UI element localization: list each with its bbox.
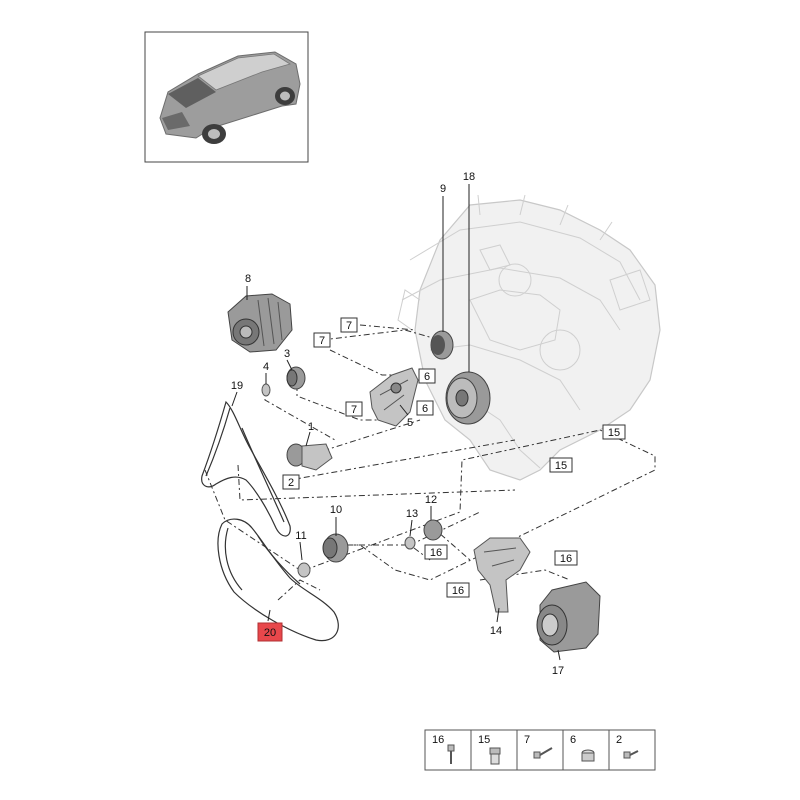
bracket-14 <box>473 537 531 613</box>
legend-num: 6 <box>570 734 576 746</box>
box-callout-16a: 16 <box>424 544 448 560</box>
tensioner-1 <box>286 443 333 471</box>
leader-lines <box>231 184 561 661</box>
bushing-icon <box>581 749 595 762</box>
pulley-3 <box>286 366 306 390</box>
callout-14: 14 <box>490 625 502 637</box>
box-callout-15a: 15 <box>602 424 626 440</box>
callout-4: 4 <box>263 361 269 373</box>
alternator <box>227 293 293 353</box>
svg-text:15: 15 <box>608 427 620 439</box>
short-bolt-icon <box>623 750 639 759</box>
box-callout-15b: 15 <box>549 457 573 473</box>
svg-text:16: 16 <box>560 553 572 565</box>
fastener-legend: 16 15 7 6 <box>424 729 656 771</box>
svg-text:7: 7 <box>351 404 357 416</box>
tensioner-bracket-5 <box>369 367 419 427</box>
callout-13: 13 <box>406 508 418 520</box>
box-callout-2: 2 <box>282 474 300 490</box>
bolt-icon <box>533 747 553 759</box>
callout-10: 10 <box>330 504 342 516</box>
legend-num: 16 <box>432 734 444 746</box>
legend-num: 2 <box>616 734 622 746</box>
svg-text:7: 7 <box>346 320 352 332</box>
vehicle-thumbnail <box>144 31 309 163</box>
svg-text:6: 6 <box>422 403 428 415</box>
callout-9: 9 <box>440 183 446 195</box>
pulley-12 <box>423 519 443 541</box>
svg-text:16: 16 <box>430 547 442 559</box>
ac-compressor-17 <box>536 581 601 653</box>
legend-cell-15: 15 <box>478 734 501 765</box>
washer-11 <box>297 562 311 578</box>
callout-11: 11 <box>295 530 306 542</box>
callout-5: 5 <box>407 417 413 429</box>
boxed-callouts: 7 7 6 7 6 2 15 15 <box>257 317 626 642</box>
callout-1: 1 <box>308 421 314 433</box>
pulley-10 <box>322 533 349 563</box>
belt-19 <box>201 400 291 537</box>
svg-text:2: 2 <box>288 477 294 489</box>
callout-labels: 8 3 4 19 1 5 9 18 10 11 12 13 14 17 <box>231 171 564 677</box>
box-callout-7c: 7 <box>345 401 363 417</box>
svg-text:7: 7 <box>319 335 325 347</box>
callout-12: 12 <box>425 494 437 506</box>
legend-cell-2: 2 <box>616 734 639 759</box>
long-bolt-icon <box>447 744 455 764</box>
box-callout-7a: 7 <box>340 317 358 333</box>
box-callout-16c: 16 <box>446 582 470 598</box>
legend-num: 15 <box>478 734 490 746</box>
box-callout-6a: 6 <box>418 368 436 384</box>
box-callout-7b: 7 <box>313 332 331 348</box>
box-callout-16b: 16 <box>554 550 578 566</box>
callout-18: 18 <box>463 171 475 183</box>
damper-18 <box>445 371 491 425</box>
callout-3: 3 <box>284 348 290 360</box>
washer-4 <box>261 383 271 397</box>
sleeve-bolt-icon <box>489 747 501 765</box>
pulley-9 <box>430 330 454 360</box>
callout-8: 8 <box>245 273 251 285</box>
svg-text:20: 20 <box>264 627 276 639</box>
legend-num: 7 <box>524 734 530 746</box>
belt-20 <box>217 518 339 642</box>
box-callout-6b: 6 <box>416 400 434 416</box>
callout-19: 19 <box>231 380 243 392</box>
washer-13 <box>404 536 416 550</box>
box-callout-20-highlight[interactable]: 20 <box>257 622 283 642</box>
svg-text:15: 15 <box>555 460 567 472</box>
svg-text:6: 6 <box>424 371 430 383</box>
svg-text:16: 16 <box>452 585 464 597</box>
legend-cell-7: 7 <box>524 734 553 759</box>
legend-cell-6: 6 <box>570 734 595 762</box>
callout-17: 17 <box>552 665 564 677</box>
legend-cell-16: 16 <box>432 734 455 764</box>
car-image <box>159 51 301 144</box>
